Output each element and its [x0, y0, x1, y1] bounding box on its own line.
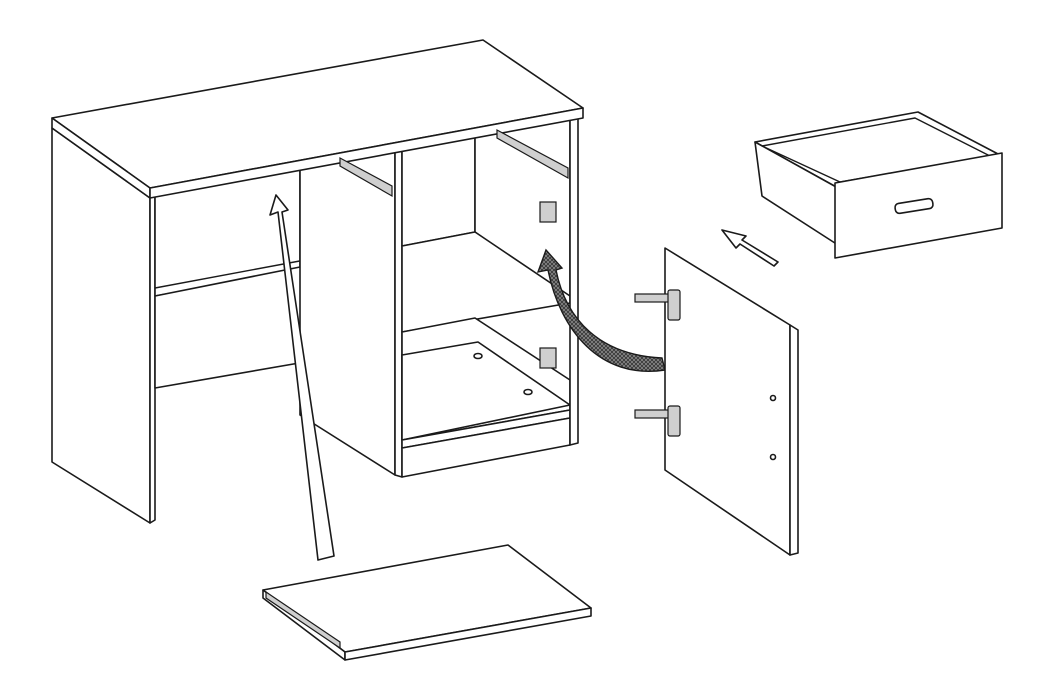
door-mount-arrow — [536, 248, 666, 372]
desk-body — [51, 39, 584, 524]
cabinet-door — [634, 247, 799, 556]
hole — [473, 352, 483, 360]
hinge — [634, 289, 681, 321]
drawer-handle — [894, 197, 934, 215]
hinge — [634, 405, 681, 437]
right-side-panel — [569, 115, 579, 446]
hinge-plate — [539, 201, 557, 223]
bottom-panel — [262, 544, 592, 661]
drawer-runner — [339, 156, 393, 198]
drawer — [754, 111, 1003, 259]
insert-arrow — [269, 194, 335, 561]
drawer-runner — [496, 128, 569, 180]
drawer-runner — [265, 590, 341, 650]
hole — [523, 388, 533, 396]
hinge-plate — [539, 347, 557, 369]
drawer-arrow — [721, 229, 779, 267]
